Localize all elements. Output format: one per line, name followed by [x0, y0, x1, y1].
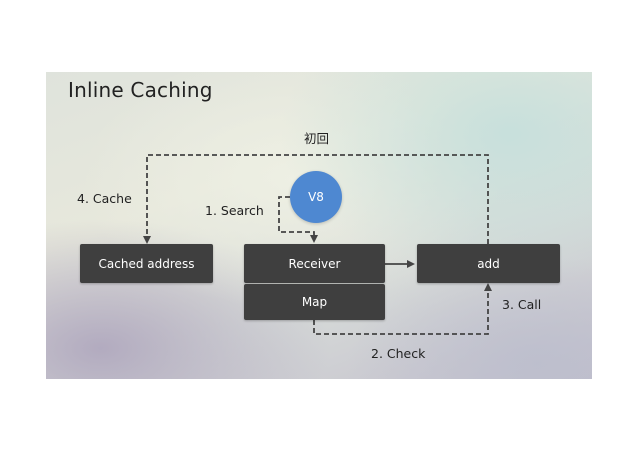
- cached-address-node: Cached address: [80, 244, 213, 283]
- check-label: 2. Check: [371, 346, 426, 361]
- slide: Inline Caching 初回 4. Cache 1. Search V8 …: [46, 72, 592, 379]
- cache-label: 4. Cache: [77, 191, 132, 206]
- map-node: Map: [244, 284, 385, 320]
- search-label: 1. Search: [205, 203, 264, 218]
- add-node: add: [417, 244, 560, 283]
- receiver-node: Receiver: [244, 244, 385, 283]
- slide-title: Inline Caching: [68, 78, 213, 102]
- connector-layer: [143, 154, 492, 335]
- first-time-label: 初回: [304, 131, 330, 146]
- v8-node: V8: [290, 171, 342, 223]
- call-label: 3. Call: [502, 297, 542, 312]
